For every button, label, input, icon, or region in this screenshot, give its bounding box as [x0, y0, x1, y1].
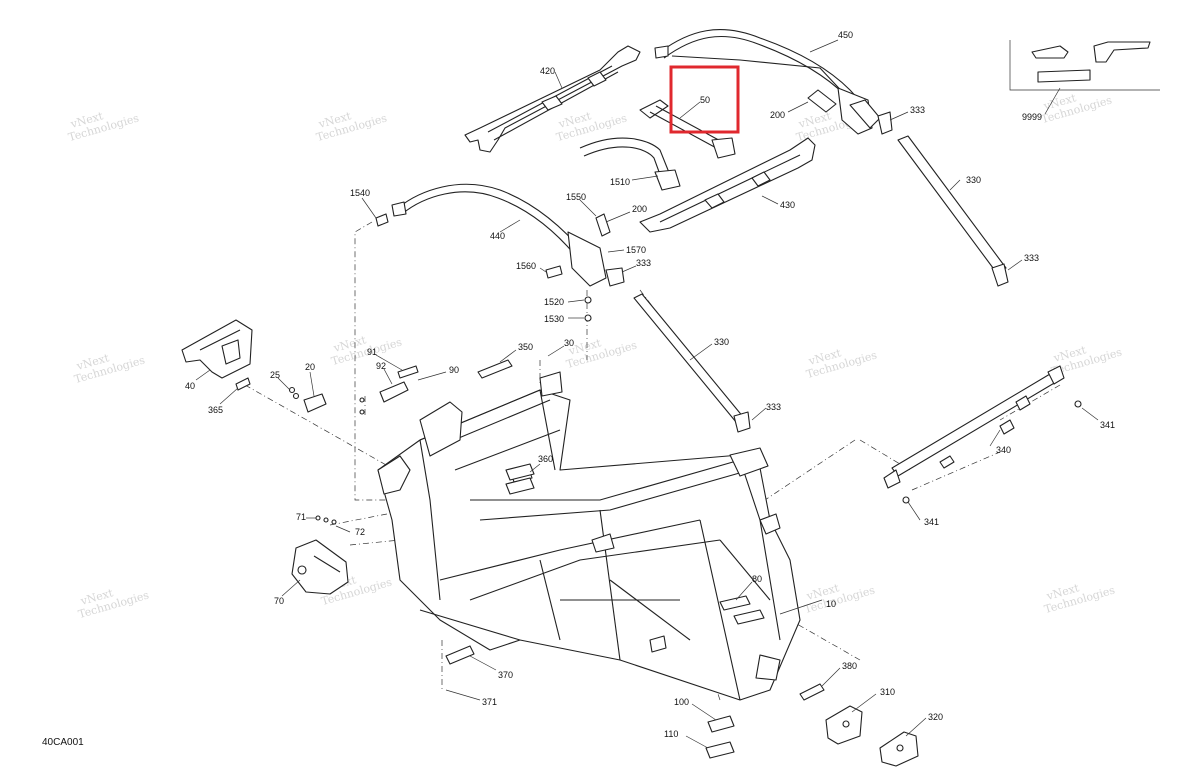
callout-350: 350 — [518, 342, 533, 352]
callout-360: 360 — [538, 454, 553, 464]
callout-333: 333 — [1024, 253, 1039, 263]
callout-91: 91 — [367, 347, 377, 357]
callout-333: 333 — [910, 105, 925, 115]
main-frame — [377, 389, 801, 701]
part-340-tube — [883, 365, 1065, 489]
callout-200: 200 — [632, 204, 647, 214]
callout-341: 341 — [1100, 420, 1115, 430]
callout-80: 80 — [752, 574, 762, 584]
callout-72: 72 — [355, 527, 365, 537]
callout-340: 340 — [996, 445, 1011, 455]
part-450-rollbar — [654, 29, 881, 135]
callout-450: 450 — [838, 30, 853, 40]
callout-333: 333 — [766, 402, 781, 412]
callout-70: 70 — [274, 596, 284, 606]
callout-380: 380 — [842, 661, 857, 671]
highlight-box — [669, 65, 740, 134]
part-200-sleeve — [595, 89, 837, 237]
callout-10: 10 — [826, 599, 836, 609]
part-50-crossbrace — [579, 99, 736, 191]
callout-50: 50 — [700, 95, 710, 105]
callout-1560: 1560 — [516, 261, 536, 271]
part-430-brace — [639, 137, 816, 233]
part-420-brace — [464, 45, 641, 153]
part-440-rollbar — [391, 183, 607, 287]
callout-200: 200 — [770, 110, 785, 120]
part-9999-decals — [1009, 40, 1160, 91]
callout-1540: 1540 — [350, 188, 370, 198]
part-330-tube-right — [877, 111, 1009, 287]
reference-code: 40CA001 — [42, 737, 84, 748]
callout-92: 92 — [376, 361, 386, 371]
callout-370: 370 — [498, 670, 513, 680]
callout-440: 440 — [490, 231, 505, 241]
part-70-bracket — [291, 539, 349, 595]
callout-341: 341 — [924, 517, 939, 527]
lower-hardware — [445, 371, 919, 767]
callout-320: 320 — [928, 712, 943, 722]
callout-371: 371 — [482, 697, 497, 707]
callout-420: 420 — [540, 66, 555, 76]
callout-71: 71 — [296, 512, 306, 522]
callout-9999: 9999 — [1022, 112, 1042, 122]
callout-30: 30 — [564, 338, 574, 348]
callout-330: 330 — [966, 175, 981, 185]
callout-40: 40 — [185, 381, 195, 391]
part-40-bracket — [181, 319, 253, 379]
callout-310: 310 — [880, 687, 895, 697]
callout-330: 330 — [714, 337, 729, 347]
hardware-small — [235, 213, 1082, 525]
callout-100: 100 — [674, 697, 689, 707]
callout-90: 90 — [449, 365, 459, 375]
callout-430: 430 — [780, 200, 795, 210]
callout-labels: 420 450 50 200 333 9999 1510 330 430 154… — [185, 30, 1115, 739]
callout-25: 25 — [270, 370, 280, 380]
callout-20: 20 — [305, 362, 315, 372]
callout-110: 110 — [664, 729, 678, 739]
leader-lines — [195, 39, 1099, 749]
callout-1520: 1520 — [544, 297, 564, 307]
part-330-tube-center — [605, 267, 751, 433]
callout-1570: 1570 — [626, 245, 646, 255]
callout-1550: 1550 — [566, 192, 586, 202]
callout-1510: 1510 — [610, 177, 630, 187]
callout-1530: 1530 — [544, 314, 564, 324]
callout-333: 333 — [636, 258, 651, 268]
callout-365: 365 — [208, 405, 223, 415]
